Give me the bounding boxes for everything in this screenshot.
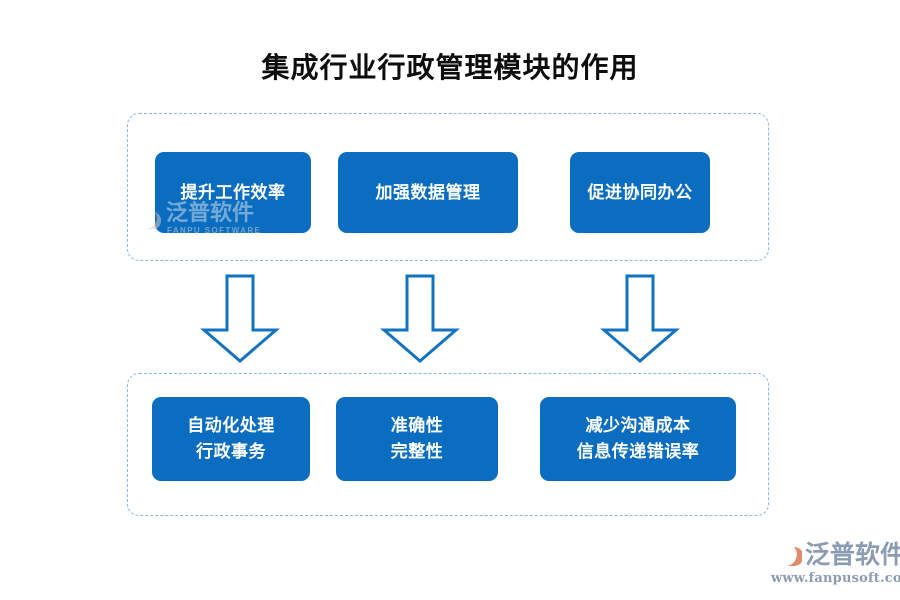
benefits-group-container (127, 113, 769, 261)
node-improve-efficiency[interactable]: 提升工作效率 (155, 152, 311, 233)
brand-name: 泛普软件 (805, 540, 900, 569)
node-promote-collaboration[interactable]: 促进协同办公 (570, 152, 710, 233)
node-line: 行政事务 (196, 442, 266, 462)
brand-logo-icon (769, 541, 804, 572)
node-line: 提升工作效率 (180, 182, 286, 203)
node-line: 信息传递错误率 (576, 442, 700, 462)
node-line: 完整性 (390, 442, 444, 462)
down-arrow-icon (199, 274, 281, 364)
page-title: 集成行业行政管理模块的作用 (261, 51, 639, 84)
outcomes-group-container (127, 373, 769, 516)
down-arrow-icon (599, 274, 681, 364)
node-line: 加强数据管理 (375, 182, 481, 203)
node-strengthen-data-management[interactable]: 加强数据管理 (338, 152, 518, 233)
node-line: 减少沟通成本 (585, 416, 691, 436)
node-line: 准确性 (390, 416, 444, 436)
down-arrow-icon (379, 274, 461, 364)
brand-logo: 泛普软件 www.fanpusoft.com (769, 538, 900, 588)
node-line: 促进协同办公 (587, 182, 693, 203)
node-reduce-communication-cost[interactable]: 减少沟通成本 信息传递错误率 (540, 397, 736, 481)
node-accuracy-completeness[interactable]: 准确性 完整性 (336, 397, 498, 481)
node-line: 自动化处理 (187, 416, 275, 436)
node-automated-processing[interactable]: 自动化处理 行政事务 (152, 397, 310, 481)
brand-url: www.fanpusoft.com (771, 571, 900, 586)
